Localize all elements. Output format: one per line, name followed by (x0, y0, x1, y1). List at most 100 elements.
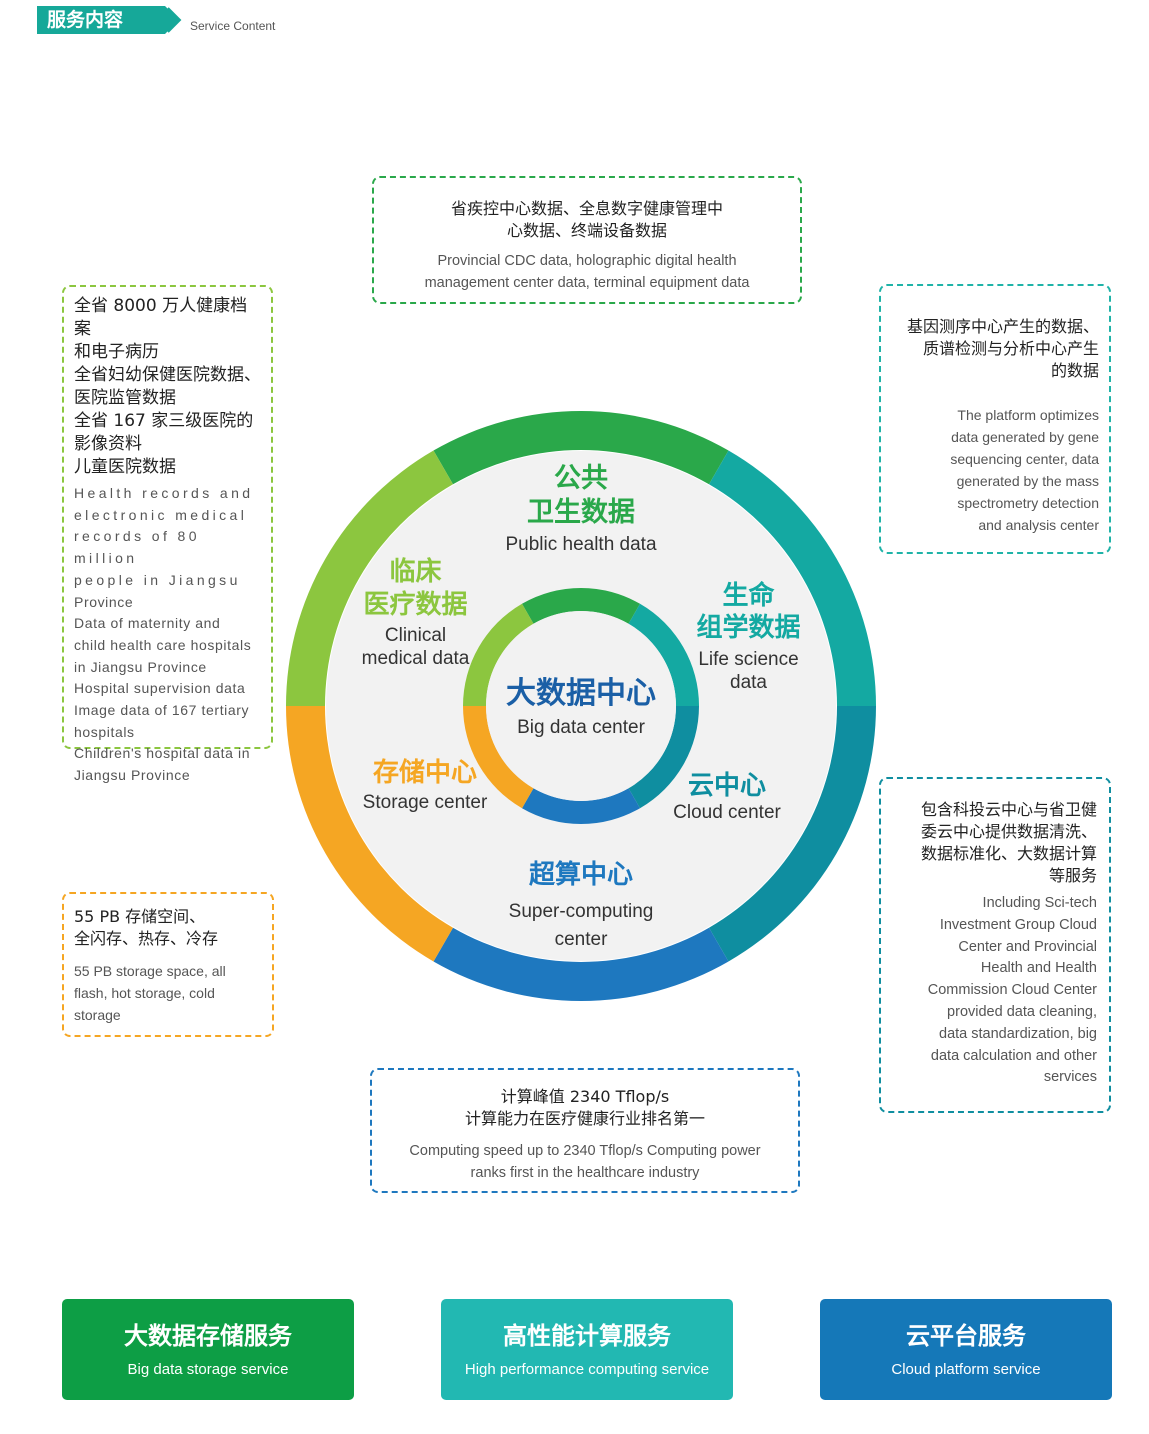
info-line: people in Jiangsu (74, 571, 241, 588)
info-line: ranks first in the healthcare industry (470, 1165, 700, 1181)
info-line: 计算峰值 2340 Tflop/s (500, 1087, 670, 1106)
service-subtitle: Cloud platform service (891, 1361, 1041, 1378)
info-line: Commission Cloud Center (927, 982, 1097, 999)
info-line: 心数据、终端设备数据 (506, 221, 667, 240)
info-line: management center data, terminal equipme… (424, 275, 750, 291)
info-line: and analysis center (978, 517, 1099, 533)
info-line: 55 PB 存储空间、 (74, 907, 206, 926)
info-line: flash, hot storage, cold (74, 985, 215, 1001)
service-card-computing[interactable]: 高性能计算服务 High performance computing servi… (441, 1299, 733, 1400)
sector-public-health: 公共 卫生数据 Public health data (481, 462, 681, 556)
sector-storage-zh: 存储中心 (372, 758, 477, 788)
info-line: 55 PB storage space, all (74, 963, 226, 979)
info-line: 儿童医院数据 (74, 457, 176, 477)
info-box-cloud-zh: 包含科投云中心与省卫健 委云中心提供数据清洗、 数据标准化、大数据计算 等服务 (891, 799, 1097, 887)
service-card-cloud[interactable]: 云平台服务 Cloud platform service (820, 1299, 1112, 1400)
info-line: data generated by gene (951, 429, 1099, 445)
public-health-outer-segment (433, 410, 729, 485)
center-disc (486, 611, 676, 801)
sector-clinical-zh1: 临床 (389, 557, 442, 587)
info-box-cloud-en: Including Sci-tech Investment Group Clou… (891, 893, 1097, 1089)
info-box-life-science: 基因测序中心产生的数据、 质谱检测与分析中心产生 的数据 The platfor… (879, 284, 1111, 554)
info-line: The platform optimizes (957, 407, 1099, 423)
info-box-clinical-en: Health records and electronic medical re… (74, 483, 263, 787)
info-line: 和电子病历 (74, 342, 159, 362)
info-line: generated by the mass (956, 473, 1099, 489)
info-box-top-zh: 省疾控中心数据、全息数字健康管理中 心数据、终端设备数据 (388, 198, 786, 242)
service-subtitle: Big data storage service (127, 1361, 289, 1378)
info-box-top: 省疾控中心数据、全息数字健康管理中 心数据、终端设备数据 Provincial … (372, 176, 802, 304)
info-line: 基因测序中心产生的数据、 (906, 317, 1099, 336)
sector-cloud: 云中心 Cloud center (652, 770, 802, 824)
sector-supercomputing: 超算中心 Super-computing center (481, 858, 681, 954)
sector-life-science-zh2: 组学数据 (696, 613, 801, 643)
sector-life-science-en2: data (730, 672, 767, 693)
info-line: 全闪存、热存、冷存 (74, 929, 219, 948)
info-line: 医院监管数据 (74, 388, 176, 408)
service-card-storage[interactable]: 大数据存储服务 Big data storage service (62, 1299, 354, 1400)
sector-clinical-en2: medical data (361, 648, 470, 669)
sector-public-health-en: Public health data (505, 534, 657, 555)
supercomputing-outer-segment (433, 927, 729, 1001)
chevron-right-icon (167, 7, 182, 33)
sector-clinical-zh2: 医疗数据 (363, 590, 468, 620)
center-label-zh: 大数据中心 (506, 676, 656, 711)
inner-ring (463, 587, 699, 824)
info-line: hospitals (74, 723, 135, 740)
info-line: 委云中心提供数据清洗、 (920, 822, 1097, 841)
info-box-storage-en: 55 PB storage space, all flash, hot stor… (74, 960, 264, 1026)
info-box-life-science-en: The platform optimizes data generated by… (891, 404, 1099, 536)
sector-cloud-zh: 云中心 (687, 771, 766, 801)
info-line: Province (74, 593, 134, 610)
info-box-clinical: 全省 8000 万人健康档案 和电子病历 全省妇幼保健医院数据、 医院监管数据 … (62, 285, 273, 783)
info-line: sequencing center, data (950, 451, 1099, 467)
clinical-outer-segment (286, 450, 453, 706)
info-line: 的数据 (1050, 361, 1099, 380)
section-subtitle: Service Content (190, 19, 276, 33)
storage-outer-segment (286, 706, 453, 962)
info-line: Image data of 167 tertiary (74, 702, 250, 719)
section-tag: 服务内容 (37, 6, 179, 34)
sector-supercomputing-en2: center (554, 929, 608, 950)
info-line: 质谱检测与分析中心产生 (922, 339, 1099, 358)
info-line: 影像资料 (74, 434, 142, 454)
outer-ring (286, 410, 876, 1001)
info-line: Center and Provincial (958, 938, 1097, 955)
sector-supercomputing-zh: 超算中心 (528, 860, 633, 890)
info-box-clinical-zh: 全省 8000 万人健康档案 和电子病历 全省妇幼保健医院数据、 医院监管数据 … (74, 295, 263, 479)
info-box-supercomputing-en: Computing speed up to 2340 Tflop/s Compu… (380, 1140, 790, 1184)
info-line: Health and Health (980, 960, 1097, 977)
info-line: 计算能力在医疗健康行业排名第一 (464, 1109, 705, 1128)
clinical-inner-segment (463, 603, 534, 706)
cloud-outer-segment (709, 706, 876, 962)
info-line: storage (74, 1007, 121, 1023)
info-line: Jiangsu Province (74, 767, 191, 784)
info-box-supercomputing: 计算峰值 2340 Tflop/s 计算能力在医疗健康行业排名第一 Comput… (370, 1068, 800, 1193)
center-label-en: Big data center (517, 717, 645, 738)
info-line: child health care hospitals (74, 636, 252, 653)
info-line: services (1043, 1069, 1097, 1086)
life-science-outer-segment (709, 450, 876, 706)
info-line: Hospital supervision data (74, 680, 246, 697)
sector-clinical: 临床 医疗数据 Clinical medical data (333, 556, 498, 670)
service-title: 大数据存储服务 (124, 1322, 292, 1350)
info-line: 等服务 (1048, 866, 1097, 885)
sector-public-health-zh2: 卫生数据 (527, 497, 635, 528)
service-title: 云平台服务 (906, 1322, 1026, 1350)
info-box-supercomputing-zh: 计算峰值 2340 Tflop/s 计算能力在医疗健康行业排名第一 (380, 1086, 790, 1130)
supercomputing-inner-segment (522, 788, 640, 824)
info-line: provided data cleaning, (947, 1003, 1097, 1020)
sector-storage-en: Storage center (362, 792, 488, 813)
public-health-inner-segment (522, 587, 640, 624)
storage-inner-segment (463, 706, 534, 809)
info-line: Children's hospital data in (74, 745, 251, 762)
info-box-cloud: 包含科投云中心与省卫健 委云中心提供数据清洗、 数据标准化、大数据计算 等服务 … (879, 777, 1111, 1113)
info-line: Data of maternity and (74, 615, 221, 632)
section-tag-label: 服务内容 (47, 9, 124, 31)
info-line: in Jiangsu Province (74, 658, 207, 675)
info-line: Health records and (74, 485, 254, 501)
info-line: spectrometry detection (957, 495, 1099, 511)
info-line: electronic medical (74, 506, 248, 523)
life-science-inner-segment (628, 603, 699, 706)
